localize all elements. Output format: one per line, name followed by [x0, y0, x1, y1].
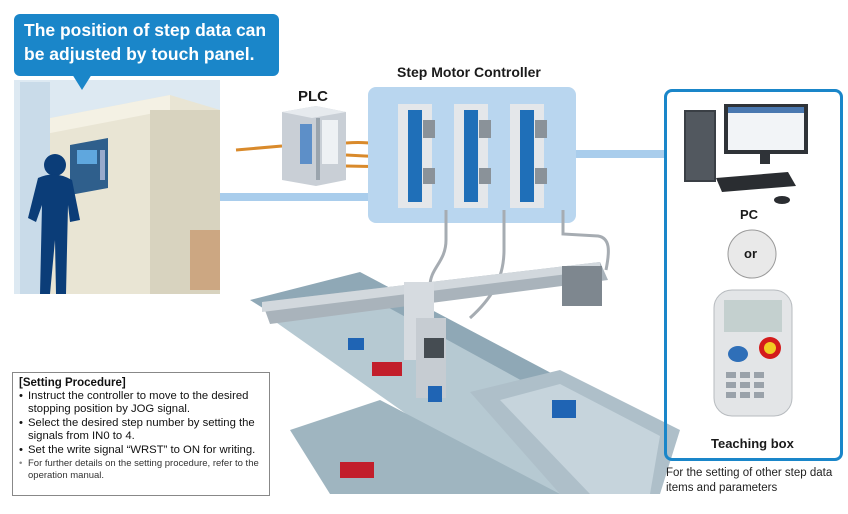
conveyor-scene: [250, 262, 680, 494]
pc-label: PC: [740, 207, 759, 222]
step-motor-controllers-icon: [398, 104, 547, 208]
procedure-title: [Setting Procedure]: [19, 377, 126, 389]
work-block-red: [340, 462, 374, 478]
operator-silhouette-icon: [28, 154, 80, 294]
setting-procedure-box: [Setting Procedure] Instruct the control…: [12, 372, 270, 496]
step-motor-controller-label: Step Motor Controller: [397, 64, 541, 80]
callout-box: [14, 14, 279, 76]
remote-setting-panel: [664, 89, 843, 461]
pc-icon: [684, 104, 808, 204]
callout-text: The position of step data can be adjuste…: [24, 20, 267, 64]
teaching-box-icon: [713, 289, 793, 417]
link-lines: [220, 150, 666, 201]
or-label: or: [744, 246, 757, 261]
work-block-blue: [348, 338, 364, 350]
or-circle: [727, 229, 777, 279]
procedure-note: For further details on the setting proce…: [19, 458, 263, 481]
other-settings-note: For the setting of other step data items…: [666, 467, 833, 494]
work-block-blue: [552, 400, 576, 418]
procedure-step: Instruct the controller to move to the d…: [19, 390, 263, 416]
plc-unit-icon: [282, 106, 346, 186]
machine-scene: [14, 80, 220, 294]
callout-tail: [72, 74, 92, 90]
procedure-step: Set the write signal “WRST” to ON for wr…: [19, 444, 263, 457]
procedure-step: Select the desired step number by settin…: [19, 417, 263, 443]
teaching-box-label: Teaching box: [711, 436, 794, 451]
plc-label: PLC: [298, 88, 328, 105]
work-block-red: [372, 362, 402, 376]
